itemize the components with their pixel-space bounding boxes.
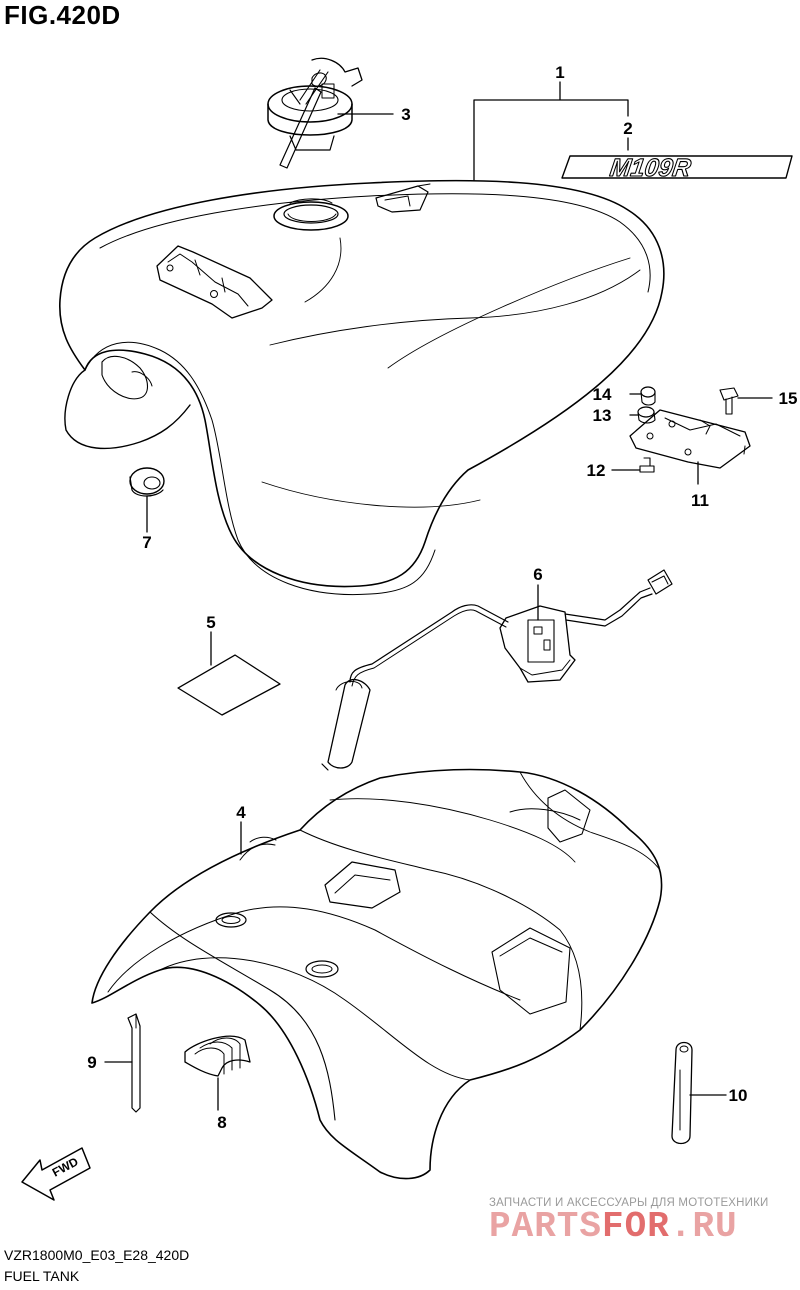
cushion [129,467,165,497]
callout-12: 12 [587,461,606,480]
callout-8: 8 [217,1113,226,1132]
fuel-level-sender [321,569,673,771]
fuel-tank [59,179,665,596]
leader-lines [104,81,773,1111]
watermark-tagline: ЗАПЧАСТИ И АКСЕССУАРЫ ДЛЯ МОТОТЕХНИКИ [489,1197,769,1209]
callout-7: 7 [142,533,151,552]
watermark-brand-for: FOR [602,1206,670,1247]
watermark-brand: PARTSFOR.RU [489,1206,738,1247]
bracket-assembly [629,386,751,473]
callout-10: 10 [729,1086,748,1105]
emblem-text: M109R [608,154,692,182]
strap [671,1041,693,1145]
callout-14: 14 [593,385,612,404]
figure-title: FIG.420D [4,0,121,30]
model-code: VZR1800M0_E03_E28_420D [4,1247,190,1263]
section-name: FUEL TANK [4,1268,80,1284]
fuel-cap [267,57,363,169]
heat-shield [91,768,663,1180]
callout-11: 11 [691,491,709,510]
hose-cushion [184,1035,251,1077]
emblem: M109R [561,154,793,183]
callout-9: 9 [87,1053,96,1072]
callout-6: 6 [533,565,542,584]
callout-3: 3 [401,105,410,124]
watermark-brand-parts: PARTS [489,1206,603,1247]
label-sheet [177,654,281,716]
callout-1: 1 [555,63,564,82]
callout-13: 13 [593,406,612,425]
callout-4: 4 [236,803,246,822]
fwd-arrow-icon: FWD [21,1147,91,1201]
callout-5: 5 [206,613,215,632]
cable-clamp [127,1013,141,1113]
callout-2: 2 [623,119,632,138]
watermark-brand-ru: .RU [669,1206,738,1247]
callout-15: 15 [779,389,798,408]
